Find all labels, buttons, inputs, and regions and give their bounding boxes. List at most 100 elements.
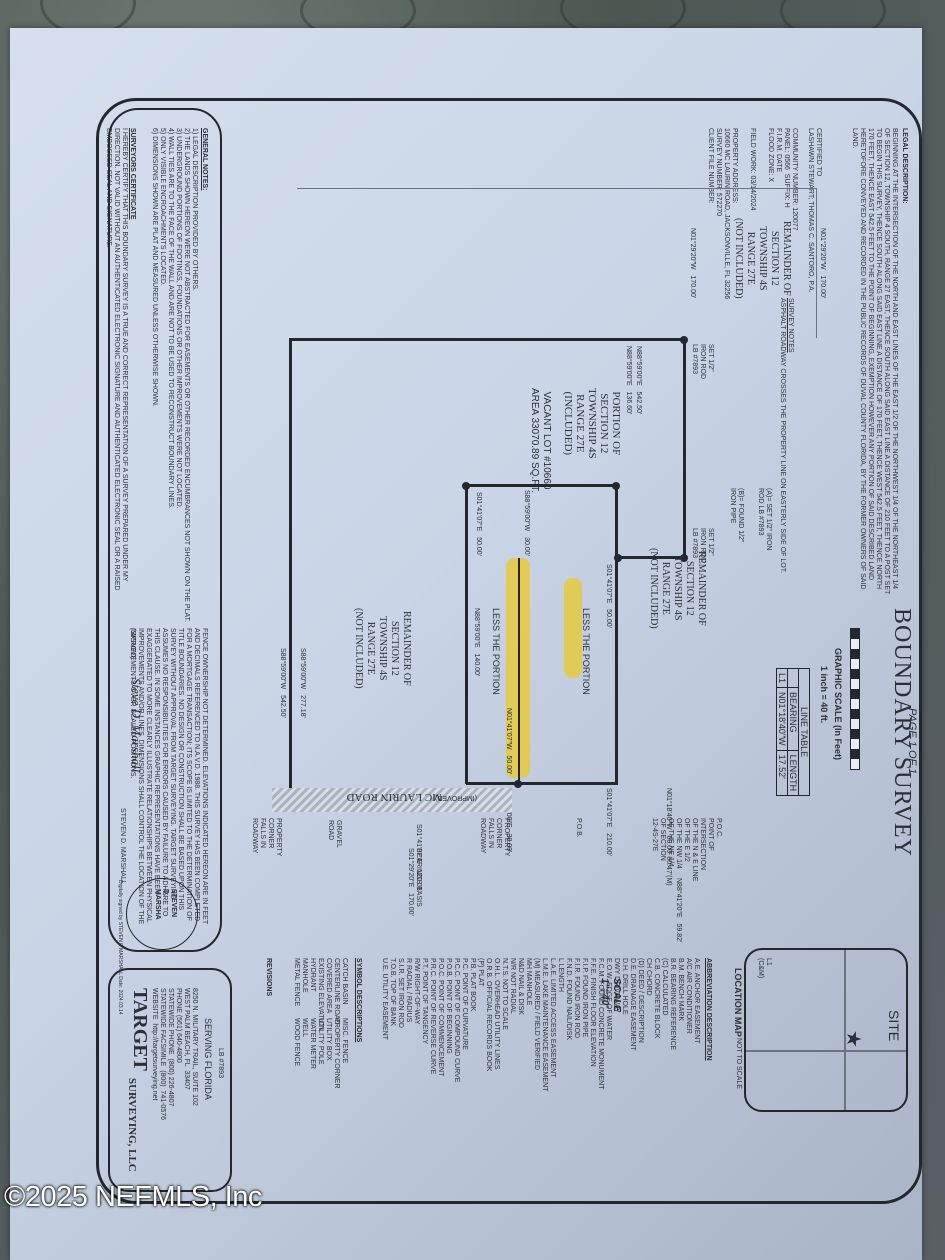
abbreviation-item: S.I.R. SET IRON ROD bbox=[397, 958, 404, 1028]
symbol-item: MISC. FENCE bbox=[341, 1018, 348, 1064]
abbreviation-item: E.O.W. EDGE OF WATER bbox=[605, 958, 612, 1041]
abbreviation-item: B.R. BEARING REFERENCE bbox=[669, 958, 676, 1051]
professional-seal: STEVEN D. MARSHA bbox=[126, 878, 198, 950]
community-number: COMMUNITY NUMBER: 120077 bbox=[791, 128, 798, 231]
bearing-n88-59: N88°41'20"E 59.82' bbox=[675, 878, 682, 943]
firm-date: F.I.R.M. DATE bbox=[775, 128, 782, 173]
remainder-north-line bbox=[816, 188, 817, 338]
field-work-date: FIELD WORK: 03/14/2024 bbox=[749, 128, 756, 211]
company-website: WEBSITE http://targetsurveying.net bbox=[151, 988, 158, 1101]
abbreviation-item: B.M. BENCH MARK bbox=[677, 958, 684, 1022]
property-address: 10660 MC LAURIN ROAD, JACKSONVILLE, FL 3… bbox=[723, 128, 730, 300]
abbreviation-item: (M) MEASURED / FIELD VERIFIED bbox=[533, 958, 540, 1071]
surveyor-certificate-heading: SURVEYORS CERTIFICATE bbox=[129, 128, 136, 220]
bearing-east-136: N88°59'00"E 136.60' bbox=[625, 346, 632, 415]
location-map: SITE ★ bbox=[744, 948, 908, 1112]
company-address1: 8250 N. MILITARY TRAIL, SUITE 102 bbox=[191, 988, 198, 1106]
abbreviation-item: MH MANHOLE bbox=[525, 958, 532, 1006]
abbreviation-item: N&D NAIL & DISK bbox=[517, 958, 524, 1015]
survey-notes-heading: SURVEY NOTES bbox=[787, 298, 794, 353]
iron-rod-marker bbox=[614, 554, 622, 562]
symbol-item: UTILITY BOX bbox=[325, 1018, 332, 1061]
abbreviation-item: D.H. DRILL HOLE bbox=[621, 958, 628, 1015]
copyright-watermark: ©2025 NEFMLS, Inc bbox=[4, 1181, 262, 1213]
abbreviation-item: N.T.S. NOT TO SCALE bbox=[501, 958, 508, 1030]
vacant-lot-label: VACANT LOT #10660 AREA 33070.89 SQ.FT. bbox=[529, 388, 552, 494]
abbreviation-item: P.C. POINT OF CURVATURE bbox=[461, 958, 468, 1050]
abbreviation-item: U.E. UTILITY EASEMENT bbox=[381, 958, 388, 1040]
flood-zone: FLOOD ZONE: X bbox=[767, 128, 774, 183]
less-portion-south bbox=[465, 484, 468, 784]
map-road bbox=[746, 1050, 906, 1052]
signature: Steve D. Marshall bbox=[129, 678, 144, 773]
signed-label: (SIGNED) bbox=[129, 628, 136, 660]
abbreviation-item: DWY DRIVEWAY bbox=[613, 958, 620, 1013]
abbreviation-item: F.N.D. FOUND NAIL/DISK bbox=[565, 958, 572, 1041]
general-note-item: 3) UNDERGROUND PORTIONS OF FOOTINGS, FOU… bbox=[175, 128, 182, 509]
abbreviation-item: P.O.C. POINT OF COMMENCEMENT bbox=[437, 958, 444, 1077]
symbol-item: MANHOLE bbox=[301, 958, 308, 993]
certified-to-value: LASHAWN STEWART; THOMAS C. SANTORO, P.A. bbox=[807, 128, 814, 293]
graphic-scale-bar bbox=[850, 628, 860, 770]
iron-rod-marker bbox=[680, 336, 688, 344]
property-corner-label: PROPERTY CORNER FALLS IN ROADWAY bbox=[251, 818, 282, 857]
symbol-item: WATER METER bbox=[309, 1018, 316, 1069]
remainder-line bbox=[297, 188, 817, 189]
survey-notes-text: ASPHALT ROADWAY CROSSES THE PROPERTY LIN… bbox=[779, 298, 786, 574]
road-name: MC LAURIN ROAD bbox=[346, 791, 442, 803]
abbreviation-item: CH CHORD bbox=[645, 958, 652, 996]
location-map-subtitle: NOT TO SCALE bbox=[735, 1038, 742, 1089]
site-star-icon: ★ bbox=[842, 1030, 864, 1048]
survey-paper: PAGE 1 OF 1 BOUNDARY SURVEY GRAPHIC SCAL… bbox=[10, 28, 922, 1260]
surveyor-certificate-text: I HEREBY CERTIFY THAT THIS BOUNDARY SURV… bbox=[105, 128, 128, 591]
site-label: SITE bbox=[886, 1010, 902, 1042]
abbreviation-item: P.R.C. POINT OF REVERSE CURVE bbox=[429, 958, 436, 1075]
bearing-south-542: S88°59'00"W 542.50' bbox=[279, 648, 286, 718]
symbols-heading: SYMBOL DESCRIPTIONS bbox=[355, 958, 362, 1043]
document-title: BOUNDARY SURVEY bbox=[889, 608, 915, 857]
line-table-title: LINE TABLE bbox=[798, 668, 810, 796]
bearing-north-lot: N01°29'20"W 170.00' bbox=[689, 228, 696, 299]
property-address-heading: PROPERTY ADDRESS: bbox=[731, 128, 738, 204]
company-logo-subtitle: SURVEYING, LLC bbox=[126, 1078, 138, 1172]
legal-description-text: BEGINNING AT THE INTERSECTION OF THE NOR… bbox=[851, 128, 898, 595]
client-file-number: CLIENT FILE NUMBER: bbox=[707, 128, 714, 204]
line-table-header: LENGTH bbox=[787, 750, 799, 796]
less-portion-east bbox=[466, 782, 618, 785]
general-note-item: 4) WALL TIES ARE TO THE FACE OF THE WALL… bbox=[167, 128, 174, 509]
legend-b: (B)= FOUND 1/2" IRON PIPE bbox=[729, 488, 744, 543]
symbol-item: WELL bbox=[301, 1018, 308, 1038]
symbol-item: CATCH BASIN bbox=[341, 958, 348, 1005]
set-rod-label: SET 1/2" IRON ROD LB #7893 bbox=[691, 528, 714, 563]
less-portion-north bbox=[615, 484, 618, 784]
company-serving: SERVING FLORIDA bbox=[203, 1018, 213, 1100]
gravel-road-label: GRAVEL ROAD bbox=[327, 820, 342, 848]
company-statewide-fax: STATEWIDE FACSIMILE (800) 741-0576 bbox=[159, 988, 166, 1121]
symbol-item: WOOD FENCE bbox=[293, 1018, 300, 1067]
line-bearing: N01°18'40"W bbox=[776, 687, 788, 751]
symbol-item: COVERED AREA bbox=[325, 958, 332, 1014]
revisions-heading: REVISIONS bbox=[265, 958, 272, 997]
general-note-item: 6) DIMENSIONS SHOWN ARE PLAT AND MEASURE… bbox=[151, 128, 158, 407]
boundary-survey-sheet: PAGE 1 OF 1 BOUNDARY SURVEY GRAPHIC SCAL… bbox=[92, 88, 922, 1208]
abbreviation-item: P.B. PLAT BOOK bbox=[469, 958, 476, 1012]
abbreviation-item: C.B. CONCRETE BLOCK bbox=[653, 958, 660, 1039]
bearing-less-s01: S01°41'07"E 50.00' bbox=[605, 564, 612, 629]
symbol-item: CENTERLINE ROAD bbox=[333, 958, 340, 1025]
survey-number: SURVEY NUMBER: 572270 bbox=[715, 128, 722, 217]
abbreviation-item: L LENGTH bbox=[557, 958, 564, 992]
bearing-less-n88: N88°59'00"E 140.00' bbox=[473, 608, 480, 677]
less-portion-divider bbox=[518, 558, 520, 784]
legal-description-heading: LEGAL DESCRIPTION: bbox=[901, 128, 908, 204]
symbol-item: UTILITY POLE bbox=[317, 1018, 324, 1065]
iron-rod-marker bbox=[514, 780, 522, 788]
abbreviations-heading: ABBREVIATION DESCRIPTION bbox=[705, 958, 712, 1061]
bearing-north-top: N01°29'20"W 170.00' bbox=[819, 228, 826, 299]
abbreviation-item: L.M.E. LAKE MAINTENANCE EASEMENT bbox=[541, 958, 548, 1092]
company-statewide-phone: STATEWIDE PHONE (800) 226-4807 bbox=[167, 988, 174, 1107]
location-map-title: LOCATION MAP bbox=[733, 968, 743, 1037]
bearing-less-s01-b: S01°41'07"E 50.00' bbox=[475, 492, 482, 557]
general-note-item: 5) ONLY VISIBLE ENCROACHMENTS LOCATED. bbox=[159, 128, 166, 286]
abbreviation-item: D.E. DRAINAGE EASEMENT bbox=[629, 958, 636, 1051]
